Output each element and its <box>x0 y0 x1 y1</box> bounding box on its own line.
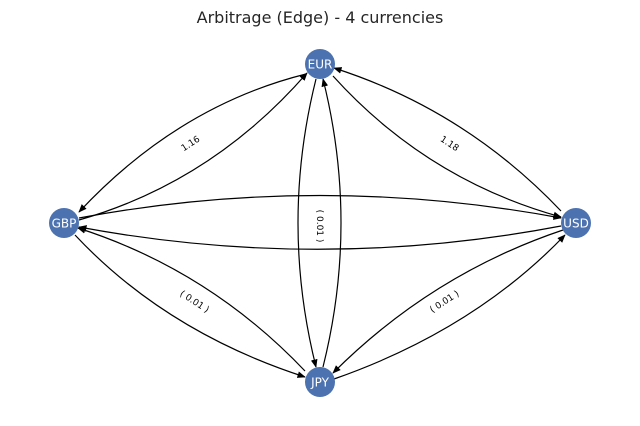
node-usd-label: USD <box>563 217 589 231</box>
node-gbp-circle <box>49 208 79 238</box>
node-eur-label: EUR <box>308 58 333 72</box>
edge-label-eur-usd: 1.18 <box>438 135 460 154</box>
node-eur-circle <box>305 49 335 79</box>
edge-eur-usd <box>332 75 562 219</box>
node-eur[interactable]: EUR <box>305 49 335 79</box>
diagram-title: Arbitrage (Edge) - 4 currencies <box>197 8 444 27</box>
edges-layer <box>74 67 566 380</box>
node-jpy-label: JPY <box>310 376 330 390</box>
node-usd[interactable]: USD <box>561 208 591 238</box>
edge-label-eur-gbp: 1.16 <box>180 135 202 154</box>
edge-label-eur-jpy: ( 0.01 ) <box>314 210 324 243</box>
edge-jpy-eur <box>321 78 342 368</box>
edge-usd-gbp <box>78 225 562 250</box>
edge-usd-eur <box>333 67 562 212</box>
edge-gbp-eur <box>78 72 308 221</box>
edge-eur-jpy <box>297 78 318 368</box>
edge-jpy-gbp <box>77 227 306 372</box>
edge-usd-jpy <box>332 229 564 374</box>
edge-labels-layer: 1.16 1.18 ( 0.01 ) ( 0.01 ) ( 0.01 ) <box>178 135 462 316</box>
edge-jpy-usd <box>333 234 566 380</box>
nodes-layer: EUR GBP USD JPY <box>49 49 591 397</box>
node-usd-circle <box>561 208 591 238</box>
node-gbp-label: GBP <box>52 217 77 231</box>
edge-eur-gbp <box>78 73 307 213</box>
edge-gbp-jpy <box>74 234 306 378</box>
edge-label-gbp-jpy: ( 0.01 ) <box>178 289 211 315</box>
node-jpy-circle <box>305 367 335 397</box>
node-gbp[interactable]: GBP <box>49 208 79 238</box>
node-jpy[interactable]: JPY <box>305 367 335 397</box>
edge-gbp-usd <box>78 194 562 220</box>
edge-label-usd-jpy: ( 0.01 ) <box>428 289 461 315</box>
